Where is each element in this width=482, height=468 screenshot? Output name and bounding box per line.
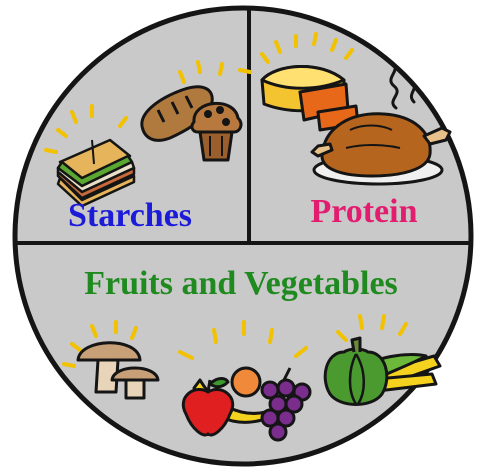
label-starches: Starches bbox=[68, 197, 192, 234]
label-fruits-and-vegetables: Fruits and Vegetables bbox=[84, 265, 398, 302]
label-protein: Protein bbox=[310, 193, 417, 230]
